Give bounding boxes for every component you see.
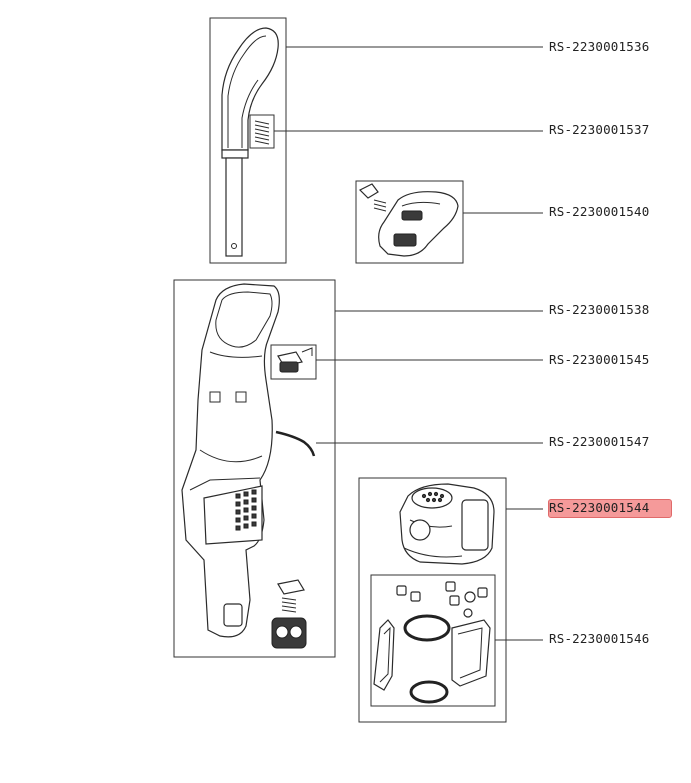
handle-grip-part-group[interactable] [355, 180, 464, 264]
part-ref-handle-spring[interactable]: RS-2230001537 [549, 122, 650, 137]
filter-kit-part-group[interactable] [370, 574, 496, 707]
part-ref-clip[interactable]: RS-2230001545 [549, 352, 650, 367]
part-ref-filter-kit[interactable]: RS-2230001546 [549, 631, 650, 646]
handle-spring-part-group[interactable] [249, 114, 275, 149]
part-ref-motor-highlighted[interactable]: RS-2230001544 [548, 499, 673, 518]
body-part-group[interactable] [173, 279, 336, 658]
cable-part-group[interactable] [275, 430, 316, 457]
handle-part-group[interactable] [209, 17, 287, 264]
part-ref-handle[interactable]: RS-2230001536 [549, 39, 650, 54]
body-drawing [181, 283, 280, 638]
handle-drawing [221, 27, 279, 151]
part-ref-cable[interactable]: RS-2230001547 [549, 434, 650, 449]
spring-frame [249, 114, 275, 149]
part-ref-body[interactable]: RS-2230001538 [549, 302, 650, 317]
clip-part-group[interactable] [270, 344, 317, 380]
part-ref-handle-grip[interactable]: RS-2230001540 [549, 204, 650, 219]
